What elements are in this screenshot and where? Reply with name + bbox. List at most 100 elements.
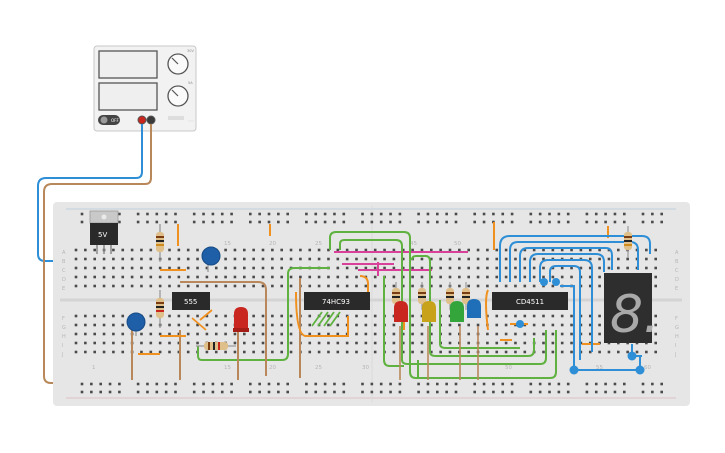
breadboard-hole[interactable] — [140, 350, 143, 354]
breadboard-hole[interactable] — [458, 323, 461, 327]
breadboard-hole[interactable] — [607, 266, 611, 270]
breadboard-hole[interactable] — [560, 341, 564, 345]
breadboard-hole[interactable] — [588, 275, 592, 279]
breadboard-hole[interactable] — [261, 341, 265, 345]
breadboard-hole[interactable] — [355, 257, 358, 261]
breadboard-hole[interactable] — [551, 332, 555, 336]
breadboard-hole[interactable] — [542, 314, 545, 318]
breadboard-hole[interactable] — [271, 350, 274, 354]
breadboard-hole[interactable] — [641, 382, 645, 386]
breadboard-hole[interactable] — [473, 212, 476, 216]
breadboard-hole[interactable] — [623, 382, 626, 386]
breadboard-hole[interactable] — [345, 341, 349, 345]
breadboard-hole[interactable] — [361, 382, 364, 386]
breadboard-hole[interactable] — [121, 341, 125, 345]
breadboard-hole[interactable] — [542, 341, 545, 345]
breadboard-hole[interactable] — [482, 220, 486, 224]
breadboard-hole[interactable] — [289, 275, 293, 279]
breadboard-hole[interactable] — [660, 390, 663, 394]
breadboard-hole[interactable] — [355, 314, 358, 318]
breadboard-hole[interactable] — [660, 212, 663, 216]
breadboard-hole[interactable] — [651, 220, 654, 224]
breadboard-hole[interactable] — [654, 248, 657, 252]
capacitor[interactable] — [126, 312, 146, 336]
breadboard-hole[interactable] — [514, 314, 517, 318]
breadboard-hole[interactable] — [523, 257, 527, 261]
led-resistor[interactable] — [462, 282, 470, 310]
breadboard-hole[interactable] — [280, 257, 283, 261]
breadboard-hole[interactable] — [164, 220, 168, 224]
breadboard-hole[interactable] — [205, 323, 209, 327]
wire-joint[interactable] — [540, 278, 548, 286]
breadboard-hole[interactable] — [495, 323, 499, 327]
breadboard-hole[interactable] — [594, 212, 598, 216]
breadboard-hole[interactable] — [211, 390, 215, 394]
breadboard-hole[interactable] — [501, 390, 505, 394]
breadboard-hole[interactable] — [93, 266, 96, 270]
breadboard-hole[interactable] — [617, 266, 620, 270]
breadboard-hole[interactable] — [267, 220, 271, 224]
breadboard-hole[interactable] — [177, 284, 181, 288]
breadboard-hole[interactable] — [146, 212, 149, 216]
breadboard-hole[interactable] — [598, 248, 601, 252]
breadboard-hole[interactable] — [654, 266, 657, 270]
breadboard-hole[interactable] — [102, 284, 106, 288]
breadboard-hole[interactable] — [523, 266, 527, 270]
breadboard-hole[interactable] — [486, 257, 489, 261]
breadboard-hole[interactable] — [121, 257, 125, 261]
breadboard-hole[interactable] — [317, 257, 321, 261]
breadboard-hole[interactable] — [504, 257, 508, 261]
breadboard-hole[interactable] — [626, 257, 629, 261]
breadboard-hole[interactable] — [233, 332, 237, 336]
breadboard-hole[interactable] — [205, 284, 209, 288]
breadboard-hole[interactable] — [504, 275, 508, 279]
breadboard-hole[interactable] — [327, 350, 330, 354]
breadboard-hole[interactable] — [317, 341, 321, 345]
breadboard-hole[interactable] — [514, 341, 517, 345]
breadboard-hole[interactable] — [336, 332, 340, 336]
breadboard-hole[interactable] — [258, 390, 261, 394]
breadboard-hole[interactable] — [308, 332, 312, 336]
breadboard-hole[interactable] — [168, 275, 171, 279]
breadboard-hole[interactable] — [588, 323, 592, 327]
breadboard-hole[interactable] — [327, 284, 330, 288]
breadboard-hole[interactable] — [364, 257, 368, 261]
breadboard-hole[interactable] — [560, 323, 564, 327]
breadboard-hole[interactable] — [588, 314, 592, 318]
breadboard-hole[interactable] — [196, 257, 199, 261]
breadboard-hole[interactable] — [501, 220, 505, 224]
breadboard-hole[interactable] — [570, 275, 573, 279]
wire-green[interactable] — [311, 311, 341, 327]
breadboard-hole[interactable] — [192, 212, 196, 216]
breadboard-hole[interactable] — [598, 350, 601, 354]
breadboard-hole[interactable] — [645, 257, 648, 261]
breadboard-hole[interactable] — [398, 220, 402, 224]
breadboard-hole[interactable] — [492, 390, 495, 394]
breadboard-hole[interactable] — [214, 266, 218, 270]
breadboard-hole[interactable] — [523, 284, 527, 288]
breadboard-hole[interactable] — [93, 257, 96, 261]
breadboard-hole[interactable] — [286, 390, 289, 394]
breadboard-hole[interactable] — [252, 332, 255, 336]
breadboard-hole[interactable] — [514, 350, 517, 354]
breadboard-hole[interactable] — [336, 284, 340, 288]
breadboard-hole[interactable] — [252, 284, 255, 288]
breadboard-hole[interactable] — [401, 257, 405, 261]
breadboard-hole[interactable] — [308, 284, 312, 288]
breadboard-hole[interactable] — [192, 382, 196, 386]
breadboard-hole[interactable] — [570, 248, 573, 252]
breadboard-hole[interactable] — [660, 220, 663, 224]
breadboard-hole[interactable] — [411, 341, 414, 345]
breadboard-hole[interactable] — [364, 341, 368, 345]
wire-supply-positive[interactable] — [37, 124, 143, 262]
breadboard-hole[interactable] — [102, 275, 106, 279]
breadboard-hole[interactable] — [233, 266, 237, 270]
breadboard-hole[interactable] — [604, 390, 607, 394]
breadboard-hole[interactable] — [108, 390, 112, 394]
breadboard-hole[interactable] — [542, 332, 545, 336]
breadboard-hole[interactable] — [548, 390, 551, 394]
breadboard-hole[interactable] — [230, 390, 233, 394]
breadboard-hole[interactable] — [458, 248, 461, 252]
breadboard-hole[interactable] — [327, 257, 330, 261]
led-red[interactable] — [394, 301, 408, 322]
